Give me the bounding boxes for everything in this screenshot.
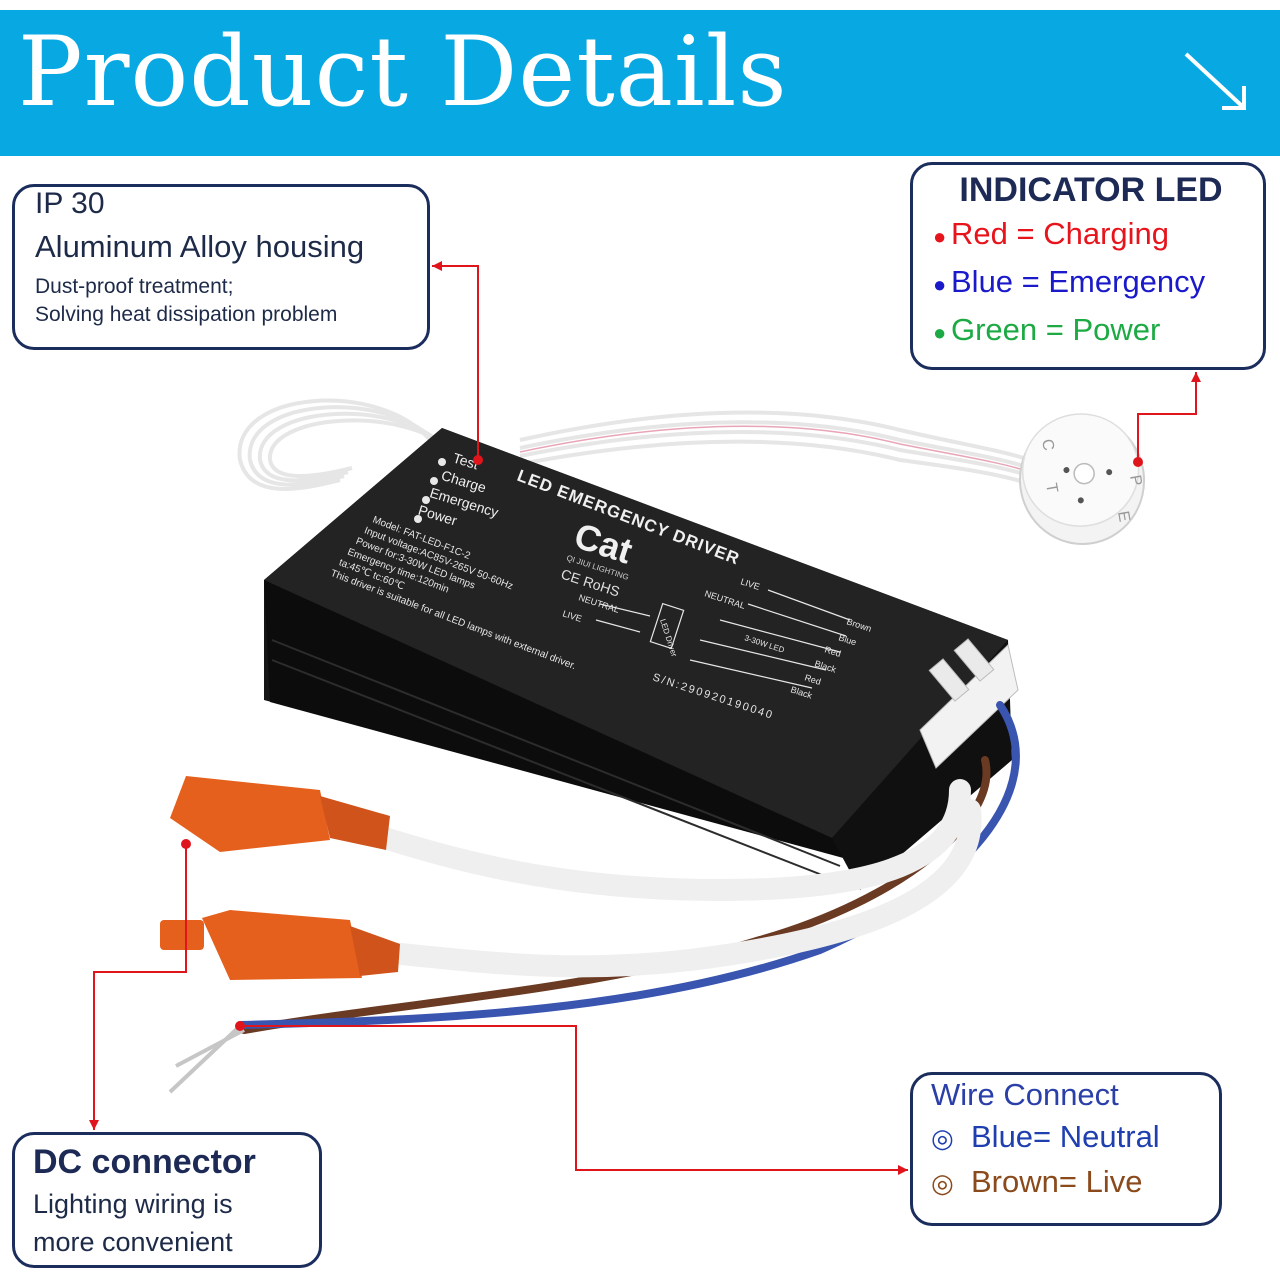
housing-callout: IP 30 Aluminum Alloy housing Dust-proof …: [12, 184, 430, 350]
led-red-label: Red = Charging: [951, 216, 1169, 251]
ip-rating: IP 30: [35, 187, 105, 220]
indicator-puck: [1018, 413, 1146, 545]
blue-dot-icon: ●: [933, 272, 947, 297]
puck-letter-p: P: [1126, 474, 1145, 487]
dc-description: more convenient: [33, 1227, 233, 1257]
ribbon-cable: [237, 398, 1031, 491]
indicator-title: INDICATOR LED: [959, 171, 1223, 209]
led-blue-row: ●Blue = Emergency: [933, 259, 1263, 307]
title-banner: [0, 0, 1280, 156]
indicator-led-callout: INDICATOR LED ●Red = Charging ●Blue = Em…: [910, 162, 1266, 370]
wiring-label: Red: [823, 644, 842, 659]
led-green-row: ●Green = Power: [933, 307, 1263, 355]
dc-connector-male: [160, 910, 400, 980]
led-red-row: ●Red = Charging: [933, 211, 1263, 259]
wire-brown-label: Brown= Live: [971, 1164, 1143, 1199]
dc-connector-female: [170, 776, 390, 852]
status-dots: [414, 458, 446, 523]
ring-icon: ◎: [931, 1123, 954, 1153]
wiring-diagram: [595, 589, 851, 689]
wire-brown-row: ◎ Brown= Live: [931, 1160, 1219, 1205]
puck-letter-c: C: [1038, 438, 1057, 452]
wiring-label: Red: [803, 672, 822, 687]
puck-letter-t: T: [1042, 482, 1060, 495]
housing-material: Aluminum Alloy housing: [35, 229, 365, 264]
puck-letter-e: E: [1114, 510, 1133, 523]
wire-title: Wire Connect: [931, 1077, 1119, 1112]
pointer-arrowheads: [89, 261, 1201, 1175]
driver-box: [264, 428, 1012, 890]
status-test: Test: [451, 450, 480, 473]
wire-blue-label: Blue= Neutral: [971, 1119, 1160, 1154]
dc-title: DC connector: [33, 1143, 256, 1181]
wire-connect-callout: Wire Connect ◎ Blue= Neutral ◎ Brown= Live: [910, 1072, 1222, 1226]
pointer-lines: [93, 265, 1197, 1171]
output-wires: [236, 701, 1020, 1034]
dc-connector-callout: DC connector Lighting wiring is more con…: [12, 1132, 322, 1268]
banner-top-margin: [0, 0, 1280, 10]
housing-feature: Dust-proof treatment;: [35, 275, 234, 298]
arrow-down-right-icon: [1184, 52, 1246, 110]
terminal-block: [919, 638, 1019, 769]
housing-feature: Solving heat dissipation problem: [35, 303, 338, 326]
page-title: Product Details: [18, 16, 788, 128]
dc-description: Lighting wiring is: [33, 1189, 233, 1219]
red-dot-icon: ●: [933, 224, 947, 249]
led-blue-label: Blue = Emergency: [951, 264, 1206, 299]
led-green-label: Green = Power: [951, 312, 1161, 347]
green-dot-icon: ●: [933, 320, 947, 345]
wire-blue-row: ◎ Blue= Neutral: [931, 1115, 1219, 1160]
ring-icon: ◎: [931, 1168, 954, 1198]
pointer-dots: [181, 455, 1143, 1031]
